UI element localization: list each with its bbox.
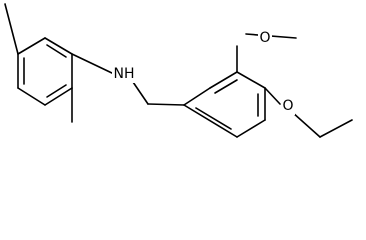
methyl-bond-top — [4, 3, 19, 55]
n-ch2-bond — [132, 81, 149, 105]
ch2-aryl-bond — [147, 103, 185, 106]
ch2-ch3-bond — [319, 119, 353, 138]
double-bond-inner — [46, 84, 67, 98]
bond — [209, 71, 238, 89]
bond — [17, 37, 46, 55]
bond — [236, 119, 266, 138]
molecule-structure-drawing: NH O O — [4, 3, 353, 138]
aryl-o-ethoxy-bond — [264, 87, 281, 105]
ethoxy-oxygen-label: O — [282, 98, 293, 114]
o-ch2-bond — [291, 111, 321, 138]
right-aromatic-ring — [183, 71, 266, 138]
bond — [44, 87, 73, 106]
methoxy-oxygen-label: O — [259, 30, 270, 46]
double-bond-inner — [46, 44, 67, 58]
bond — [236, 71, 266, 89]
bond — [44, 37, 73, 55]
amine-nitrogen-label: NH — [114, 66, 135, 82]
left-aromatic-ring — [17, 37, 73, 106]
aryl-n-bond — [71, 53, 115, 75]
double-bond-inner — [195, 107, 232, 130]
bond — [183, 87, 211, 106]
bond — [17, 87, 46, 106]
double-bond-inner — [214, 79, 238, 94]
bond — [183, 104, 238, 138]
